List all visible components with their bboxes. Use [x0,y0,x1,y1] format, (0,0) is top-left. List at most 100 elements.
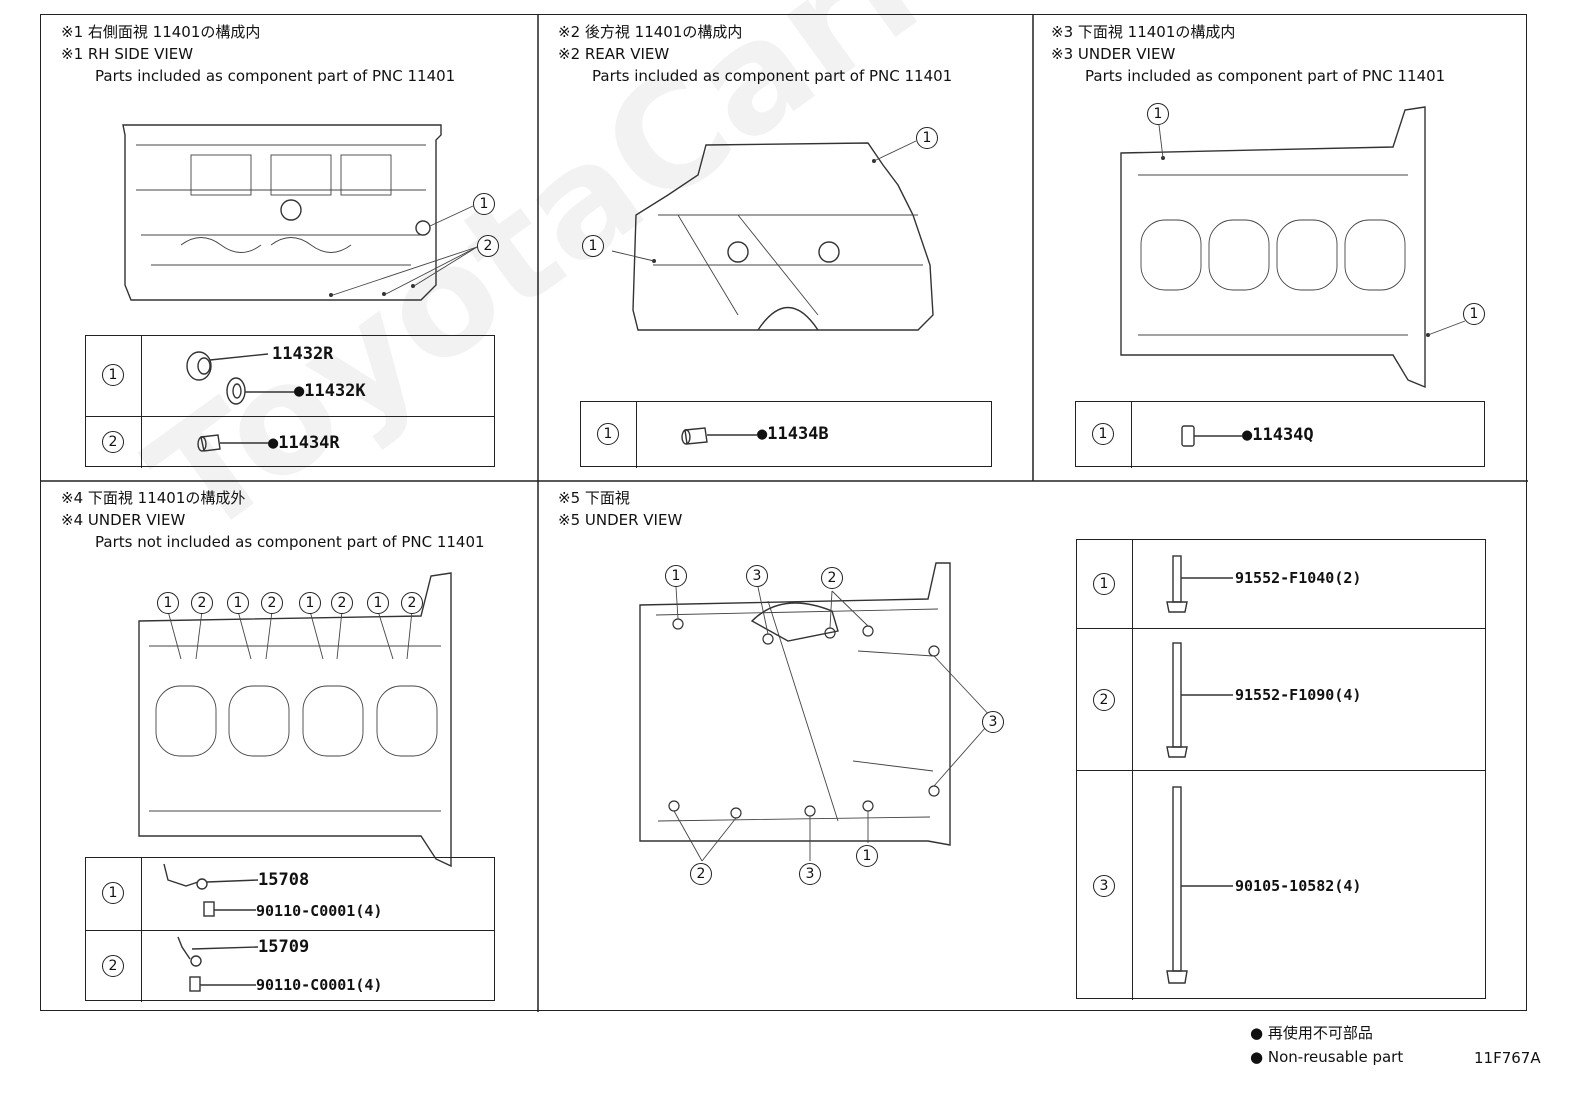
parts-table: 1 11432R ●11432K 2 ●114 [85,335,495,468]
panel-under-view-included: ※3 下面視 11401の構成内 ※3 UNDER VIEW Parts inc… [1033,15,1528,481]
title-jp: ※2 後方視 11401の構成内 [558,23,743,41]
diagram-frame: ※1 右側面視 11401の構成内 ※1 RH SIDE VIEW Parts … [40,14,1528,1012]
legend-jp: 再使用不可部品 [1267,1024,1373,1042]
table-row: 2 ●11434R [86,416,494,468]
part-number[interactable]: 15708 [258,870,310,890]
panel-title: ※4 下面視 11401の構成外 ※4 UNDER VIEW Parts not… [61,487,485,553]
non-reusable-symbol: ● [1250,1048,1264,1066]
row-number: 1 [1092,423,1114,445]
bolt-drawing [1166,642,1233,758]
callout-2: 2 [191,592,213,614]
panel-title: ※3 下面視 11401の構成内 ※3 UNDER VIEW Parts inc… [1051,21,1445,87]
title-jp: ※1 右側面視 11401の構成内 [61,23,261,41]
diagram-code: 11F767A [1474,1049,1541,1067]
callout-2: 2 [261,592,283,614]
row-number: 1 [102,364,124,386]
pin-drawing [681,427,757,445]
callout-2: 2 [331,592,353,614]
row-number-cell: 1 [86,336,142,416]
row-number-cell: 1 [1077,540,1133,628]
part-number[interactable]: 11432R [272,344,334,364]
part-number[interactable]: 90110-C0001(4) [256,976,383,994]
table-row: 1 ●11434Q [1076,402,1484,468]
row-number: 2 [1093,689,1115,711]
part-number[interactable]: 91552-F1040(2) [1235,569,1362,587]
table-row: 1 15708 90110-C0001(4) [86,858,494,930]
callout-1: 1 [227,592,249,614]
callout-1: 1 [157,592,179,614]
oil-pan-drawing [639,562,994,862]
table-row: 3 90105-10582(4) [1077,770,1485,1000]
panel-title: ※1 右側面視 11401の構成内 ※1 RH SIDE VIEW Parts … [61,21,455,87]
table-row: 1 91552-F1040(2) [1077,540,1485,628]
bolt-drawing [1166,555,1233,613]
oil-jet-drawing [163,863,259,917]
row-number: 2 [102,431,124,453]
row-number: 1 [102,882,124,904]
parts-table: 1 ●11434B [580,401,992,468]
legend-en: Non-reusable part [1267,1048,1404,1066]
title-en: ※2 REAR VIEW [558,45,670,63]
engine-block-rh-drawing [122,124,478,301]
panel-title: ※5 下面視 ※5 UNDER VIEW [558,487,682,531]
grid-lines [41,15,1528,1012]
bolt-drawing [1166,786,1233,984]
non-reusable-symbol: ● [1250,1024,1264,1042]
title-jp: ※4 下面視 11401の構成外 [61,489,246,507]
pin-drawing [197,434,268,452]
row-number-cell: 1 [581,402,637,468]
callout-1: 1 [856,845,878,867]
parts-table: 1 15708 90110-C0001(4) 2 [85,857,495,1002]
callout-1: 1 [1147,103,1169,125]
title-jp: ※3 下面視 11401の構成内 [1051,23,1236,41]
row-number: 3 [1093,875,1115,897]
part-number[interactable]: 90110-C0001(4) [256,902,383,920]
row-number-cell: 1 [86,858,142,930]
panel-rh-side-view: ※1 右側面視 11401の構成内 ※1 RH SIDE VIEW Parts … [41,15,538,481]
title-note: Parts included as component part of PNC … [1085,67,1446,85]
legend: ● 再使用不可部品 ● Non-reusable part [1250,1021,1403,1069]
part-number[interactable]: 90105-10582(4) [1235,877,1362,895]
table-row: 1 ●11434B [581,402,991,468]
callout-2: 2 [690,863,712,885]
title-en: ※4 UNDER VIEW [61,511,186,529]
callout-3: 3 [746,565,768,587]
part-number[interactable]: ●11434Q [1242,425,1314,445]
pin-drawing [1181,425,1242,447]
callout-1: 1 [299,592,321,614]
row-number-cell: 3 [1077,771,1133,1000]
row-number-cell: 2 [86,931,142,1002]
panel-under-view-not-included: ※4 下面視 11401の構成外 ※4 UNDER VIEW Parts not… [41,481,538,1012]
title-jp: ※5 下面視 [558,489,630,507]
row-number-cell: 2 [86,417,142,468]
panel-rear-view: ※2 後方視 11401の構成内 ※2 REAR VIEW Parts incl… [538,15,1033,481]
engine-block-rear-drawing [611,140,934,331]
panel-under-view-bolts: ※5 下面視 ※5 UNDER VIEW [538,481,1528,1012]
part-number[interactable]: ●11434R [268,433,340,453]
part-number[interactable]: 15709 [258,937,310,957]
table-row: 1 11432R ●11432K [86,336,494,416]
callout-3: 3 [799,863,821,885]
callout-1: 1 [1463,303,1485,325]
bearing-drawing [186,351,296,405]
callout-2: 2 [401,592,423,614]
title-note: Parts included as component part of PNC … [592,67,953,85]
table-row: 2 91552-F1090(4) [1077,628,1485,770]
callout-1: 1 [582,235,604,257]
callout-1: 1 [473,193,495,215]
engine-block-under-drawing [138,572,452,868]
row-number: 2 [102,955,124,977]
oil-jet-drawing [177,936,259,992]
row-number-cell: 1 [1076,402,1132,468]
title-en: ※3 UNDER VIEW [1051,45,1176,63]
title-en: ※1 RH SIDE VIEW [61,45,194,63]
bolts-table: 1 91552-F1040(2) 2 91552-F1090(4) [1076,539,1486,1000]
panel-title: ※2 後方視 11401の構成内 ※2 REAR VIEW Parts incl… [558,21,952,87]
part-number[interactable]: ●11434B [757,424,829,444]
part-number[interactable]: ●11432K [294,381,366,401]
title-en: ※5 UNDER VIEW [558,511,683,529]
row-number: 1 [1093,573,1115,595]
callout-3: 3 [982,711,1004,733]
part-number[interactable]: 91552-F1090(4) [1235,686,1362,704]
title-note: Parts included as component part of PNC … [95,67,456,85]
